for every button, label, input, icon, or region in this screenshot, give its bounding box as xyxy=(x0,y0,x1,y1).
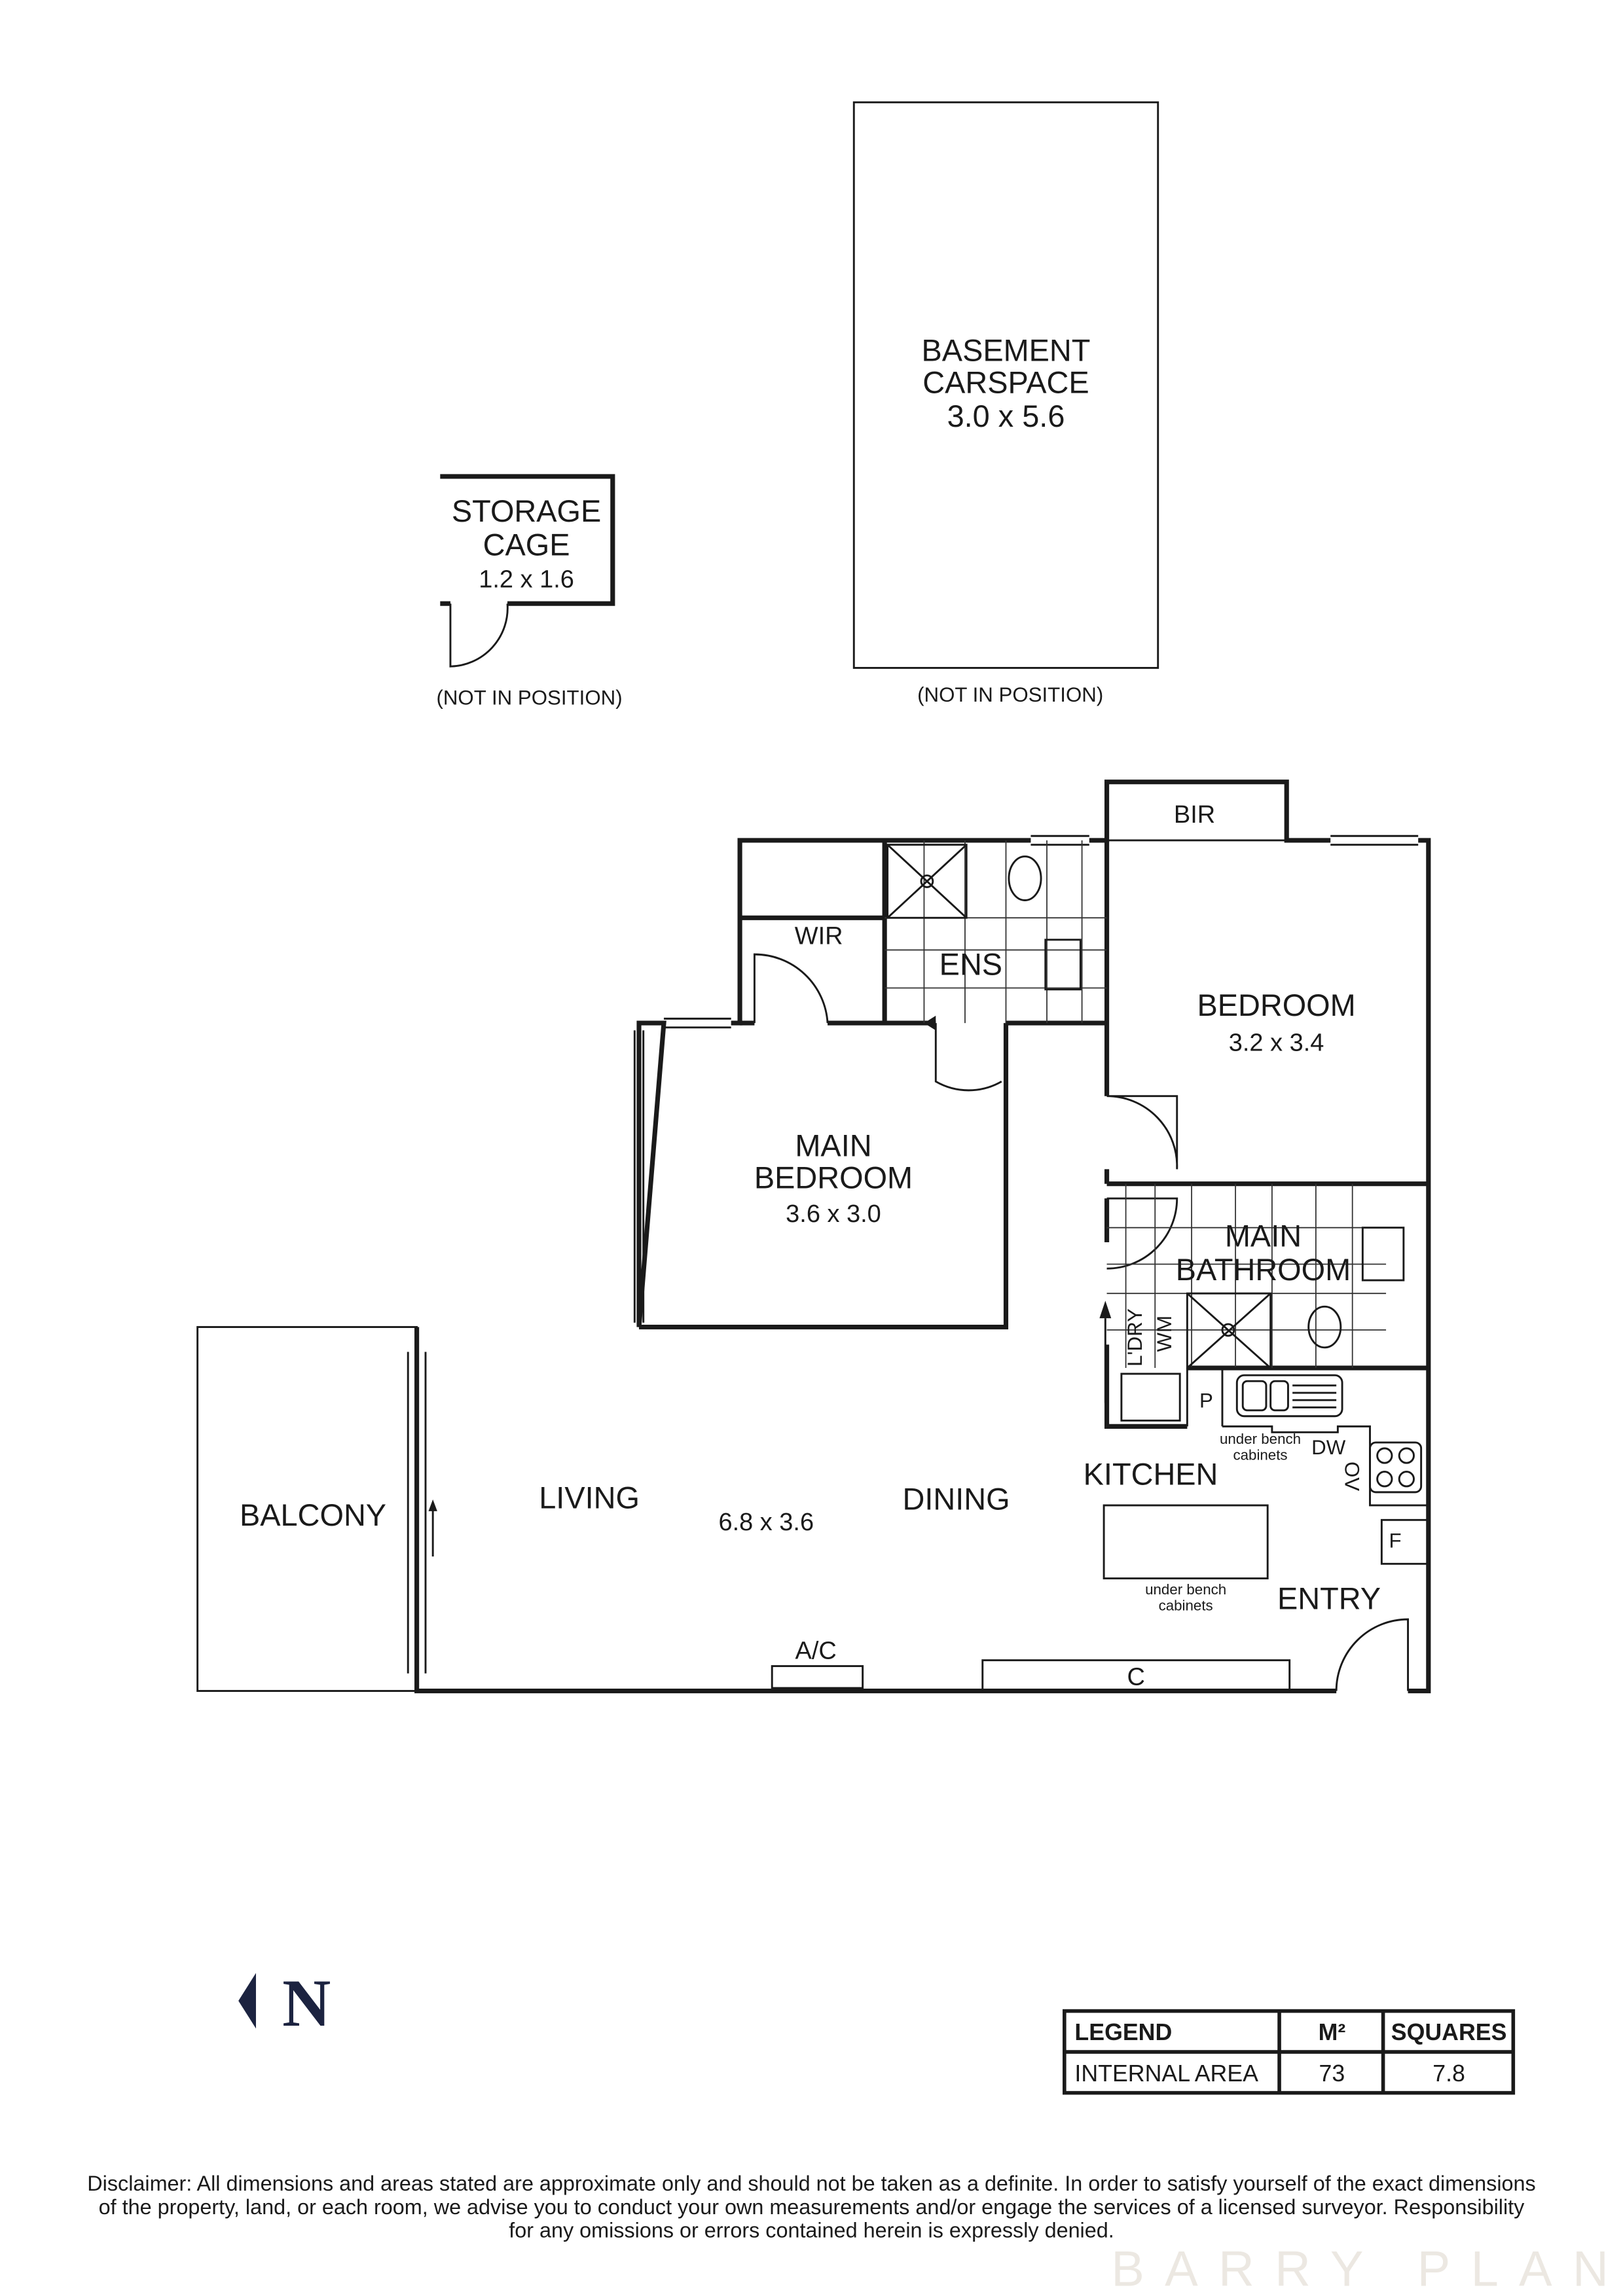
svg-text:BALCONY: BALCONY xyxy=(240,1498,386,1532)
wir-label: WIR xyxy=(795,923,843,950)
main-bathroom-label-2: BATHROOM xyxy=(1176,1253,1351,1287)
dining-label: DINING xyxy=(903,1482,1010,1516)
main-bedroom-dims: 3.6 x 3.0 xyxy=(786,1200,881,1228)
svg-text:Disclaimer: All dimensions and: Disclaimer: All dimensions and areas sta… xyxy=(87,2172,1535,2195)
cupboard-label: C xyxy=(1127,1664,1145,1691)
bedroom-dims: 3.2 x 3.4 xyxy=(1229,1030,1324,1057)
north-arrow-icon: N xyxy=(238,1966,331,2041)
svg-text:3.0 x 5.6: 3.0 x 5.6 xyxy=(947,399,1065,433)
under-bench-2: under bench xyxy=(1145,1581,1226,1598)
external-walls xyxy=(414,780,1431,1694)
basement-carspace: BASEMENT CARSPACE 3.0 x 5.6 (NOT IN POSI… xyxy=(852,101,1159,706)
ac-label: A/C xyxy=(795,1637,837,1664)
entry-label: ENTRY xyxy=(1277,1582,1381,1616)
watermark: BARRY PLANT xyxy=(1111,2241,1623,2296)
fridge-label: F xyxy=(1389,1530,1402,1552)
legend-table: LEGEND M² SQUARES INTERNAL AREA 73 7.8 xyxy=(1063,2009,1516,2095)
disclaimer: Disclaimer: All dimensions and areas sta… xyxy=(87,2172,1535,2242)
svg-text:for any omissions or errors co: for any omissions or errors contained he… xyxy=(509,2219,1114,2242)
pantry-label: P xyxy=(1199,1389,1213,1412)
svg-text:73: 73 xyxy=(1319,2060,1345,2087)
svg-text:7.8: 7.8 xyxy=(1432,2060,1465,2087)
svg-text:INTERNAL AREA: INTERNAL AREA xyxy=(1074,2060,1258,2087)
svg-text:(NOT IN POSITION): (NOT IN POSITION) xyxy=(436,686,622,709)
main-bedroom-label: MAIN xyxy=(795,1128,871,1162)
kitchen-label: KITCHEN xyxy=(1084,1458,1218,1492)
svg-text:STORAGE: STORAGE xyxy=(452,494,601,528)
svg-text:CAGE: CAGE xyxy=(483,528,570,562)
bir-label: BIR xyxy=(1174,801,1215,829)
svg-text:M²: M² xyxy=(1319,2019,1346,2045)
main-bathroom-fixtures xyxy=(771,1183,1429,1693)
living-dims: 6.8 x 3.6 xyxy=(718,1509,814,1536)
bedroom-label: BEDROOM xyxy=(1197,988,1355,1022)
dw-label: DW xyxy=(1311,1436,1346,1459)
svg-text:N: N xyxy=(282,1966,331,2041)
under-bench-2b: cabinets xyxy=(1159,1598,1213,1614)
svg-text:CARSPACE: CARSPACE xyxy=(922,366,1089,400)
svg-text:LEGEND: LEGEND xyxy=(1074,2019,1172,2045)
under-bench-1: under bench xyxy=(1220,1431,1301,1447)
svg-text:BASEMENT: BASEMENT xyxy=(922,334,1091,368)
ov-label: OV xyxy=(1341,1462,1364,1491)
ens-label: ENS xyxy=(939,947,1002,981)
main-bedroom-label-2: BEDROOM xyxy=(754,1160,913,1194)
balcony: BALCONY xyxy=(196,1326,418,1693)
laundry-label: L'DRY xyxy=(1123,1308,1146,1367)
ensuite-tiles xyxy=(884,840,1107,1024)
main-bathroom-label: MAIN xyxy=(1225,1219,1302,1253)
svg-text:(NOT IN POSITION): (NOT IN POSITION) xyxy=(917,683,1103,706)
wm-label: WM xyxy=(1153,1316,1176,1352)
svg-text:of the property, land, or each: of the property, land, or each room, we … xyxy=(99,2195,1525,2219)
storage-cage: STORAGE CAGE 1.2 x 1.6 (NOT IN POSITION) xyxy=(436,474,623,709)
under-bench-1b: cabinets xyxy=(1233,1447,1287,1463)
svg-text:SQUARES: SQUARES xyxy=(1391,2019,1507,2045)
living-label: LIVING xyxy=(539,1480,640,1515)
svg-text:1.2 x 1.6: 1.2 x 1.6 xyxy=(479,566,574,594)
